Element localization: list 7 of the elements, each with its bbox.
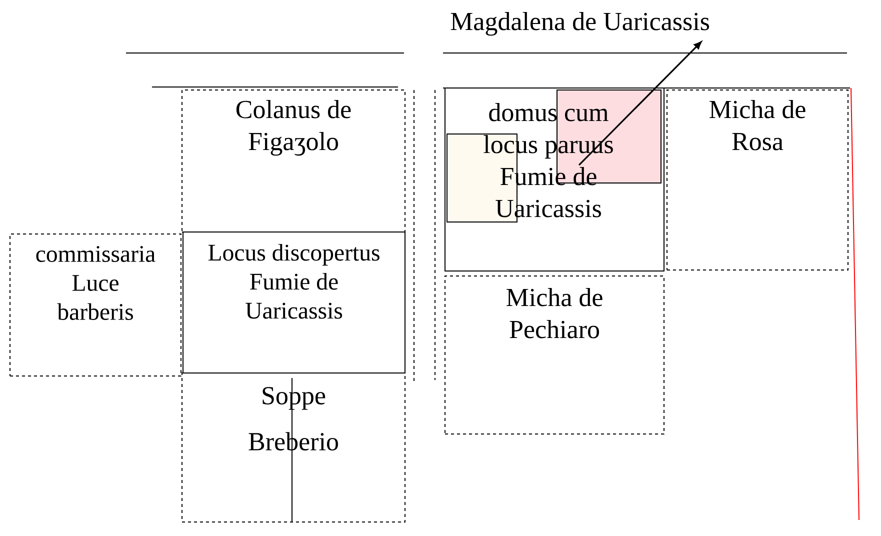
room-box: Micha de Rosa bbox=[666, 90, 848, 270]
room-box: Colanus de Figaʒolo bbox=[182, 90, 406, 232]
arrow bbox=[578, 41, 702, 166]
room-box: commissaria Luce barberis bbox=[10, 234, 182, 376]
room-box: Micha de Pechiaro bbox=[444, 276, 664, 434]
heading-text: Magdalena de Uaricassis bbox=[450, 12, 710, 36]
room-box: Locus discopertus Fumie de Uaricassis bbox=[182, 232, 406, 374]
